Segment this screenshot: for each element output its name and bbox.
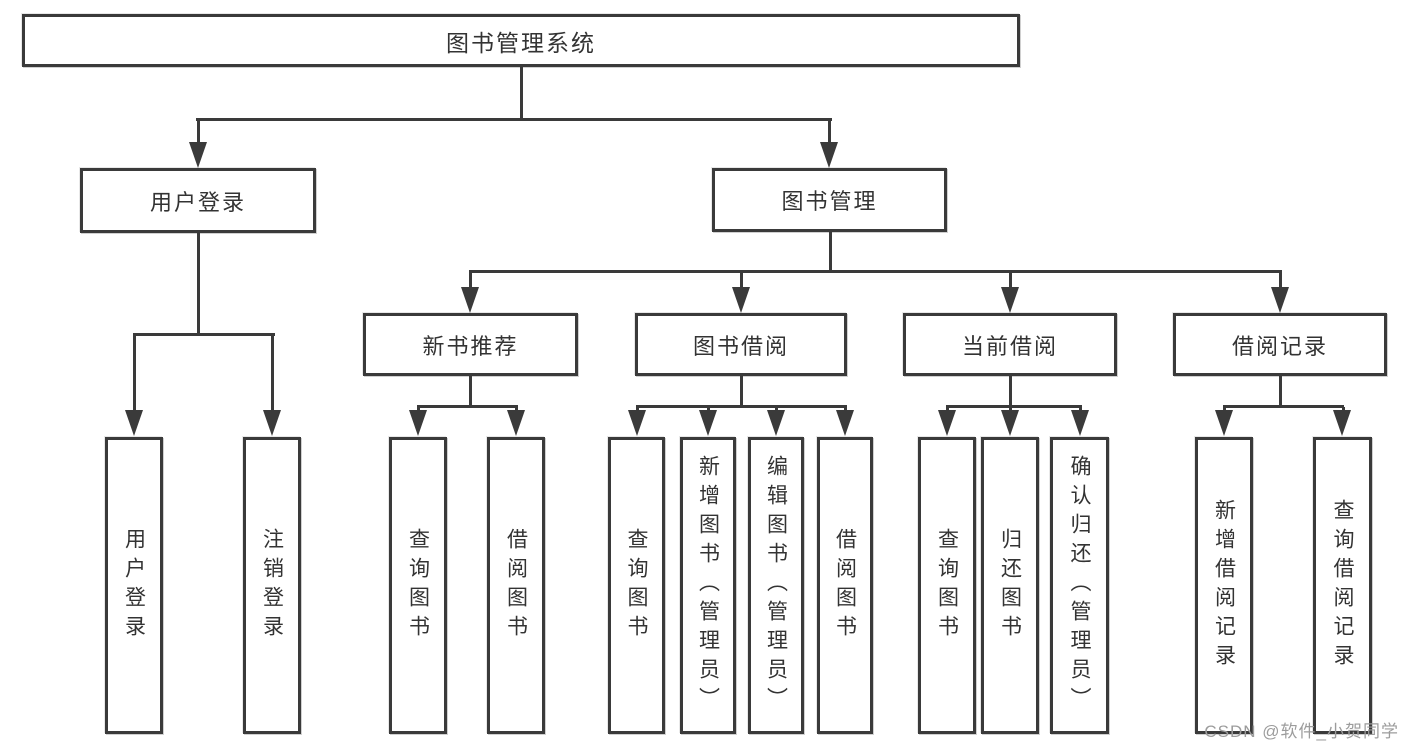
- connector-arrow: [1333, 410, 1351, 436]
- connector-line: [1279, 272, 1282, 288]
- node-book-borrowing: 图书借阅: [635, 313, 847, 376]
- connector-arrow: [836, 410, 854, 436]
- connector-arrow: [1001, 410, 1019, 436]
- node-new-book-recommend: 新书推荐: [363, 313, 578, 376]
- connector-line: [740, 375, 743, 407]
- node-book-management-label: 图书管理: [781, 189, 878, 214]
- connector-line: [946, 405, 1082, 408]
- leaf-query-books-borrow-label: 查询图书: [625, 527, 648, 644]
- node-borrowing-records-label: 借阅记录: [1231, 333, 1328, 359]
- connector-arrow: [820, 142, 838, 168]
- leaf-confirm-return-admin: 确认归还（管理员）: [1050, 437, 1109, 734]
- node-current-borrowing: 当前借阅: [903, 313, 1117, 376]
- leaf-return-book: 归还图书: [981, 437, 1039, 734]
- leaf-add-book-admin: 新增图书（管理员）: [680, 437, 736, 734]
- leaf-query-books-current-label: 查询图书: [935, 527, 959, 644]
- leaf-logout: 注销登录: [243, 437, 301, 734]
- connector-line: [1009, 375, 1012, 407]
- connector-line: [469, 375, 472, 407]
- connector-line: [1009, 272, 1012, 288]
- leaf-query-books-current: 查询图书: [918, 437, 976, 734]
- connector-line: [469, 272, 472, 288]
- connector-arrow: [1071, 410, 1089, 436]
- connector-arrow: [507, 410, 525, 436]
- leaf-borrow-books-label: 借阅图书: [833, 527, 857, 644]
- connector-arrow: [1001, 287, 1019, 313]
- connector-line: [829, 231, 832, 273]
- leaf-borrow-books: 借阅图书: [817, 437, 873, 734]
- leaf-query-books-borrow: 查询图书: [608, 437, 665, 734]
- leaf-edit-book-admin-label: 编辑图书（管理员）: [764, 455, 788, 716]
- node-new-book-recommend-label: 新书推荐: [422, 333, 519, 359]
- node-borrowing-records: 借阅记录: [1173, 313, 1387, 376]
- connector-line: [1223, 405, 1344, 408]
- leaf-query-borrow-record-label: 查询借阅记录: [1331, 498, 1354, 673]
- node-user-login: 用户登录: [80, 168, 316, 233]
- leaf-user-login-label: 用户登录: [122, 527, 146, 644]
- leaf-logout-label: 注销登录: [260, 527, 284, 644]
- connector-arrow: [461, 287, 479, 313]
- connector-arrow: [1215, 410, 1233, 436]
- node-root: 图书管理系统: [22, 14, 1020, 67]
- connector-arrow: [732, 287, 750, 313]
- connector-line: [133, 335, 136, 411]
- node-book-management: 图书管理: [712, 168, 947, 232]
- leaf-borrow-books-recommend-label: 借阅图书: [504, 527, 528, 644]
- connector-line: [520, 65, 523, 120]
- leaf-query-borrow-record: 查询借阅记录: [1313, 437, 1372, 734]
- leaf-edit-book-admin: 编辑图书（管理员）: [748, 437, 804, 734]
- connector-arrow: [125, 410, 143, 436]
- node-book-borrowing-label: 图书借阅: [692, 333, 789, 359]
- connector-line: [271, 335, 274, 411]
- connector-arrow: [767, 410, 785, 436]
- connector-line: [196, 118, 832, 121]
- connector-line: [197, 120, 200, 145]
- connector-line: [740, 272, 743, 288]
- leaf-borrow-books-recommend: 借阅图书: [487, 437, 545, 734]
- node-user-login-label: 用户登录: [149, 189, 246, 215]
- leaf-confirm-return-admin-label: 确认归还（管理员）: [1068, 455, 1091, 716]
- connector-arrow: [263, 410, 281, 436]
- connector-arrow: [699, 410, 717, 436]
- connector-arrow: [1271, 287, 1289, 313]
- connector-arrow: [189, 142, 207, 168]
- connector-line: [133, 333, 275, 336]
- node-current-borrowing-label: 当前借阅: [961, 333, 1058, 359]
- connector-line: [636, 405, 847, 408]
- leaf-add-borrow-record: 新增借阅记录: [1195, 437, 1253, 734]
- leaf-add-borrow-record-label: 新增借阅记录: [1212, 498, 1236, 673]
- connector-arrow: [938, 410, 956, 436]
- leaf-add-book-admin-label: 新增图书（管理员）: [696, 455, 720, 716]
- connector-line: [469, 270, 1282, 273]
- csdn-watermark: CSDN @软件_小贺同学: [1204, 722, 1399, 741]
- connector-line: [828, 120, 831, 145]
- node-root-label: 图书管理系统: [446, 29, 596, 56]
- leaf-query-books-recommend: 查询图书: [389, 437, 447, 734]
- leaf-user-login: 用户登录: [105, 437, 163, 734]
- connector-arrow: [409, 410, 427, 436]
- connector-line: [197, 231, 200, 335]
- leaf-return-book-label: 归还图书: [998, 527, 1022, 644]
- connector-line: [1279, 375, 1282, 407]
- leaf-query-books-recommend-label: 查询图书: [406, 527, 430, 644]
- connector-line: [417, 405, 518, 408]
- connector-arrow: [628, 410, 646, 436]
